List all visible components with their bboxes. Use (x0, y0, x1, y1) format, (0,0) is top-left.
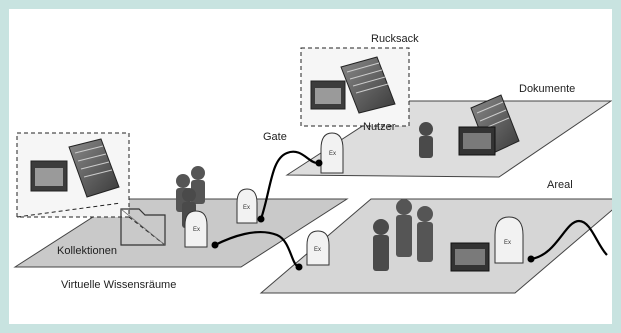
svg-text:Ex: Ex (193, 227, 200, 233)
svg-text:Ex: Ex (243, 205, 250, 211)
gate-left-a-icon: Ex (185, 211, 207, 247)
diagram-canvas: Ex (9, 9, 612, 324)
gate-left-b-icon: Ex (237, 189, 257, 223)
label-nutzer: Nutzer (363, 121, 395, 133)
gate-areal-right-icon: Ex (495, 217, 523, 263)
label-areal: Areal (547, 179, 573, 191)
svg-text:Ex: Ex (314, 247, 321, 253)
gate-upper-icon: Ex (321, 133, 343, 173)
gate-areal-left-icon: Ex (307, 231, 329, 265)
areal-collection-icon (451, 243, 489, 271)
label-gate: Gate (263, 131, 287, 143)
label-dokumente: Dokumente (519, 83, 575, 95)
label-rucksack: Rucksack (371, 33, 419, 45)
label-kollektionen: Kollektionen (57, 245, 117, 257)
knowledge-space-diagram: Ex (9, 9, 612, 324)
nutzer-figure (419, 122, 433, 158)
label-virtuelle-wissensraeume: Virtuelle Wissensräume (61, 279, 176, 291)
svg-text:Ex: Ex (504, 240, 511, 246)
svg-text:Ex: Ex (329, 151, 336, 157)
